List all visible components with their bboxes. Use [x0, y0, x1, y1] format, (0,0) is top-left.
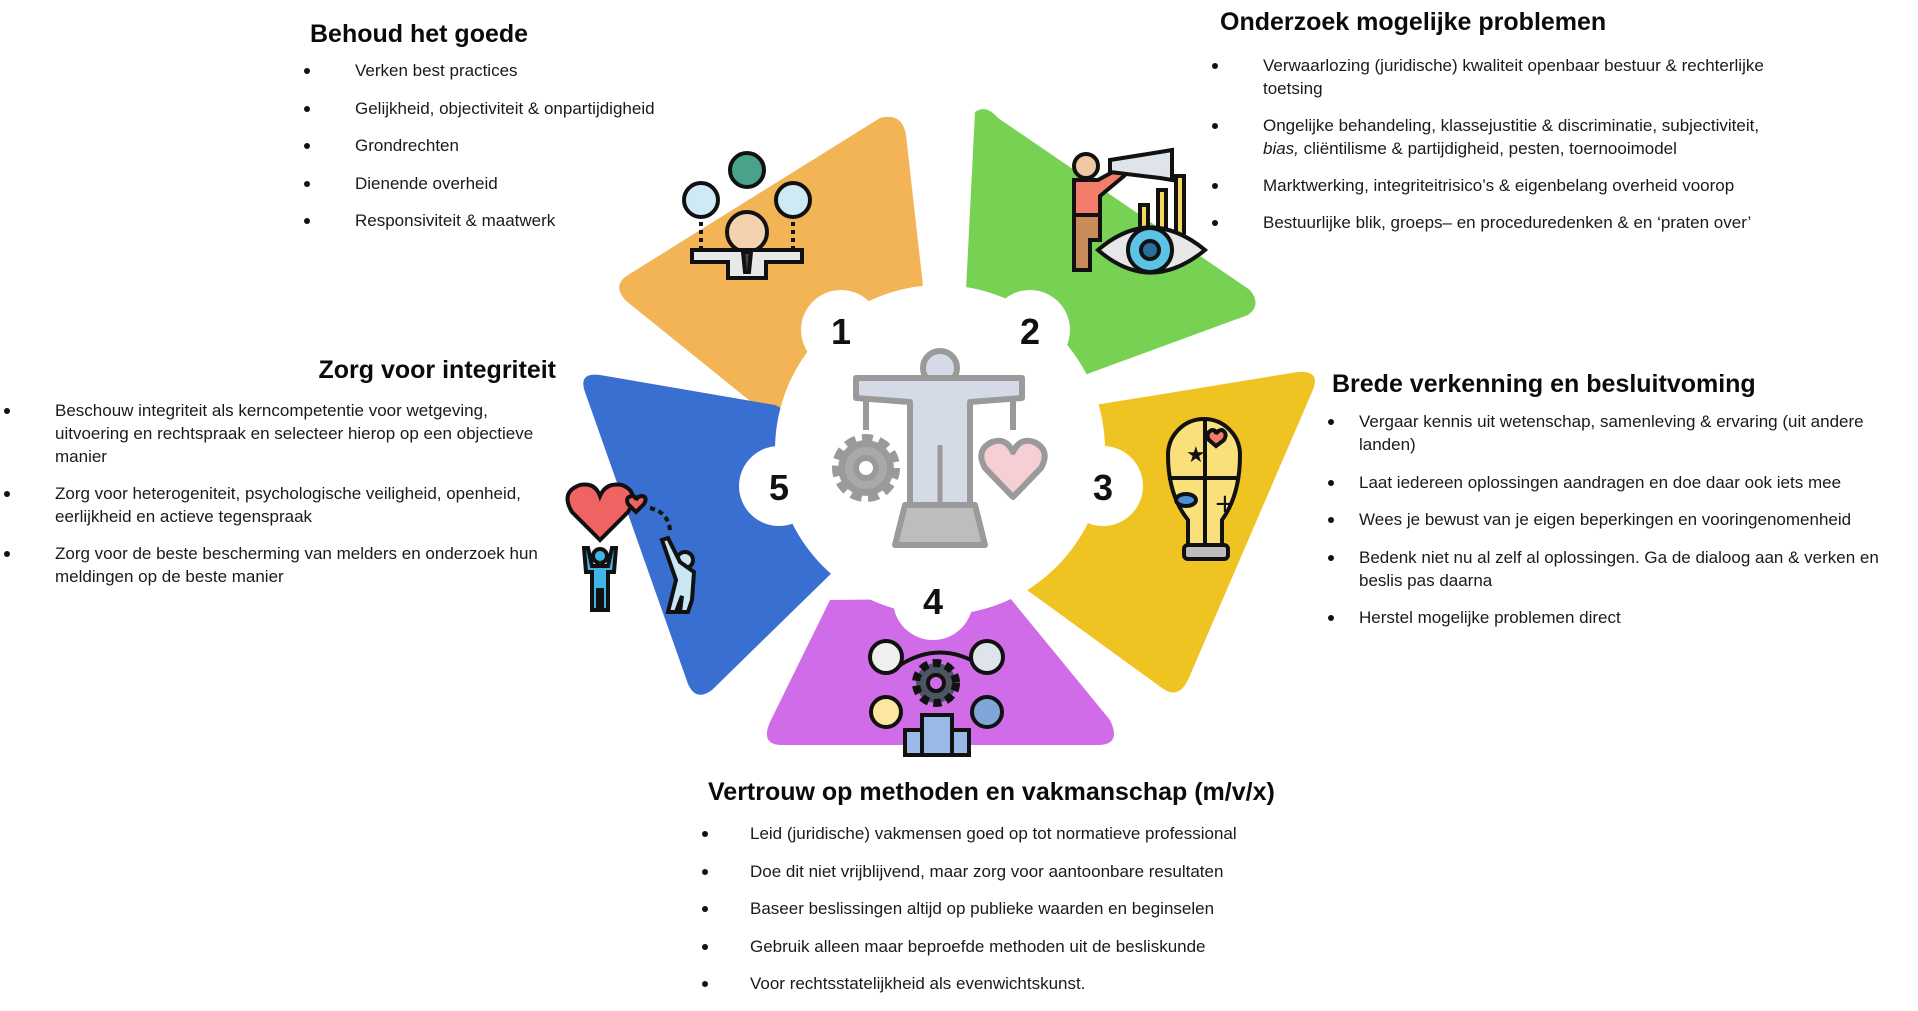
section-title: Brede verkenning en besluitvoming	[1332, 370, 1756, 398]
organization-network-icon	[868, 639, 1005, 757]
neutral-official-icon	[682, 151, 812, 280]
section-title: Zorg voor integriteit	[318, 356, 557, 384]
section-title: Behoud het goede	[310, 20, 529, 48]
bullet-list: Verwaarlozing (juridische) kwaliteit ope…	[1212, 54, 1820, 234]
list-item: Leid (juridische) vakmensen goed op tot …	[702, 822, 1345, 845]
bullet-list: Beschouw integriteit als kerncompetentie…	[0, 399, 560, 588]
bullet-icon	[702, 943, 708, 950]
bullet-list: Leid (juridische) vakmensen goed op tot …	[702, 822, 1345, 995]
section-vertrouw-op-methoden: Vertrouw op methoden en vakmanschap (m/v…	[702, 778, 1345, 1010]
bullet-icon	[1212, 123, 1218, 129]
section-brede-verkenning: Brede verkenning en besluitvoming Vergaa…	[1320, 370, 1918, 644]
bullet-icon	[304, 218, 310, 224]
list-item: Verwaarlozing (juridische) kwaliteit ope…	[1212, 54, 1820, 100]
bullet-icon	[1328, 517, 1334, 523]
list-item: Laat iedereen oplossingen aandragen en d…	[1320, 471, 1918, 494]
bullet-list: Verken best practices Gelijkheid, object…	[304, 59, 655, 232]
number-bubble-1	[801, 290, 881, 370]
giving-heart-icon	[565, 482, 697, 614]
list-item: Herstel mogelijke problemen direct	[1320, 606, 1918, 629]
list-item: Responsiviteit & maatwerk	[304, 209, 655, 232]
list-item: Gebruik alleen maar beproefde methoden u…	[702, 935, 1345, 958]
segment-number-2: 2	[1020, 311, 1040, 352]
list-item: Verken best practices	[304, 59, 655, 82]
list-item: Zorg voor de beste bescherming van melde…	[0, 542, 560, 588]
section-onderzoek-mogelijke-problemen: Onderzoek mogelijke problemen Verwaarloz…	[1212, 8, 1820, 248]
list-item: Wees je bewust van je eigen beperkingen …	[1320, 508, 1918, 531]
list-item: Baseer beslissingen altijd op publieke w…	[702, 897, 1345, 920]
list-item: Gelijkheid, objectiviteit & onpartijdigh…	[304, 97, 655, 120]
bullet-icon	[702, 906, 708, 912]
puzzle-lightbulb-icon: ★ +	[1165, 417, 1243, 561]
list-item: Bedenk niet nu al zelf al oplossingen. G…	[1320, 546, 1918, 592]
bullet-icon	[1212, 220, 1218, 226]
segment-number-4: 4	[923, 581, 943, 622]
explorer-eye-icon	[1072, 147, 1209, 275]
svg-text:+: +	[1214, 489, 1236, 519]
number-bubble-2	[990, 290, 1070, 370]
bullet-icon	[702, 868, 708, 875]
bullet-icon	[702, 831, 708, 837]
bullet-icon	[4, 408, 10, 414]
number-bubble-3	[1063, 446, 1143, 526]
bullet-icon	[304, 143, 310, 149]
segment-number-3: 3	[1093, 467, 1113, 508]
list-item: Dienende overheid	[304, 172, 655, 195]
list-item: Bestuurlijke blik, groeps– en procedured…	[1212, 211, 1820, 234]
list-item: Doe dit niet vrijblijvend, maar zorg voo…	[702, 860, 1345, 883]
section-title: Vertrouw op methoden en vakmanschap (m/v…	[708, 778, 1275, 806]
bullet-icon	[304, 68, 310, 74]
section-behoud-het-goede: Behoud het goede Verken best practices G…	[304, 20, 655, 247]
bullet-icon	[304, 180, 310, 187]
list-item: Voor rechtsstatelijkheid als evenwichtsk…	[702, 972, 1345, 995]
number-bubble-4	[893, 560, 973, 640]
bullet-icon	[1212, 63, 1218, 69]
balance-person-icon	[832, 348, 1048, 548]
segment-number-5: 5	[769, 467, 789, 508]
list-item: Beschouw integriteit als kerncompetentie…	[0, 399, 560, 468]
list-item: Zorg voor heterogeniteit, psychologische…	[0, 482, 560, 528]
section-title: Onderzoek mogelijke problemen	[1220, 8, 1607, 36]
bullet-list: Vergaar kennis uit wetenschap, samenlevi…	[1320, 410, 1918, 629]
section-zorg-voor-integriteit: Zorg voor integriteit Beschouw integrite…	[0, 356, 560, 602]
list-item: Marktwerking, integriteitrisico’s & eige…	[1212, 174, 1820, 197]
bullet-icon	[4, 491, 10, 497]
number-bubble-5	[739, 446, 819, 526]
list-item: Grondrechten	[304, 134, 655, 157]
svg-text:★: ★	[1186, 443, 1206, 468]
bullet-icon	[304, 105, 310, 112]
bullet-icon	[1212, 183, 1218, 189]
list-item: Ongelijke behandeling, klassejustitie & …	[1212, 114, 1820, 160]
bullet-icon	[1328, 419, 1334, 425]
bullet-icon	[1328, 479, 1334, 486]
bullet-icon	[1328, 554, 1334, 561]
segment-number-1: 1	[831, 311, 851, 352]
bullet-icon	[4, 551, 10, 557]
bullet-icon	[702, 981, 708, 987]
bullet-icon	[1328, 615, 1334, 621]
list-item: Vergaar kennis uit wetenschap, samenlevi…	[1320, 410, 1918, 456]
